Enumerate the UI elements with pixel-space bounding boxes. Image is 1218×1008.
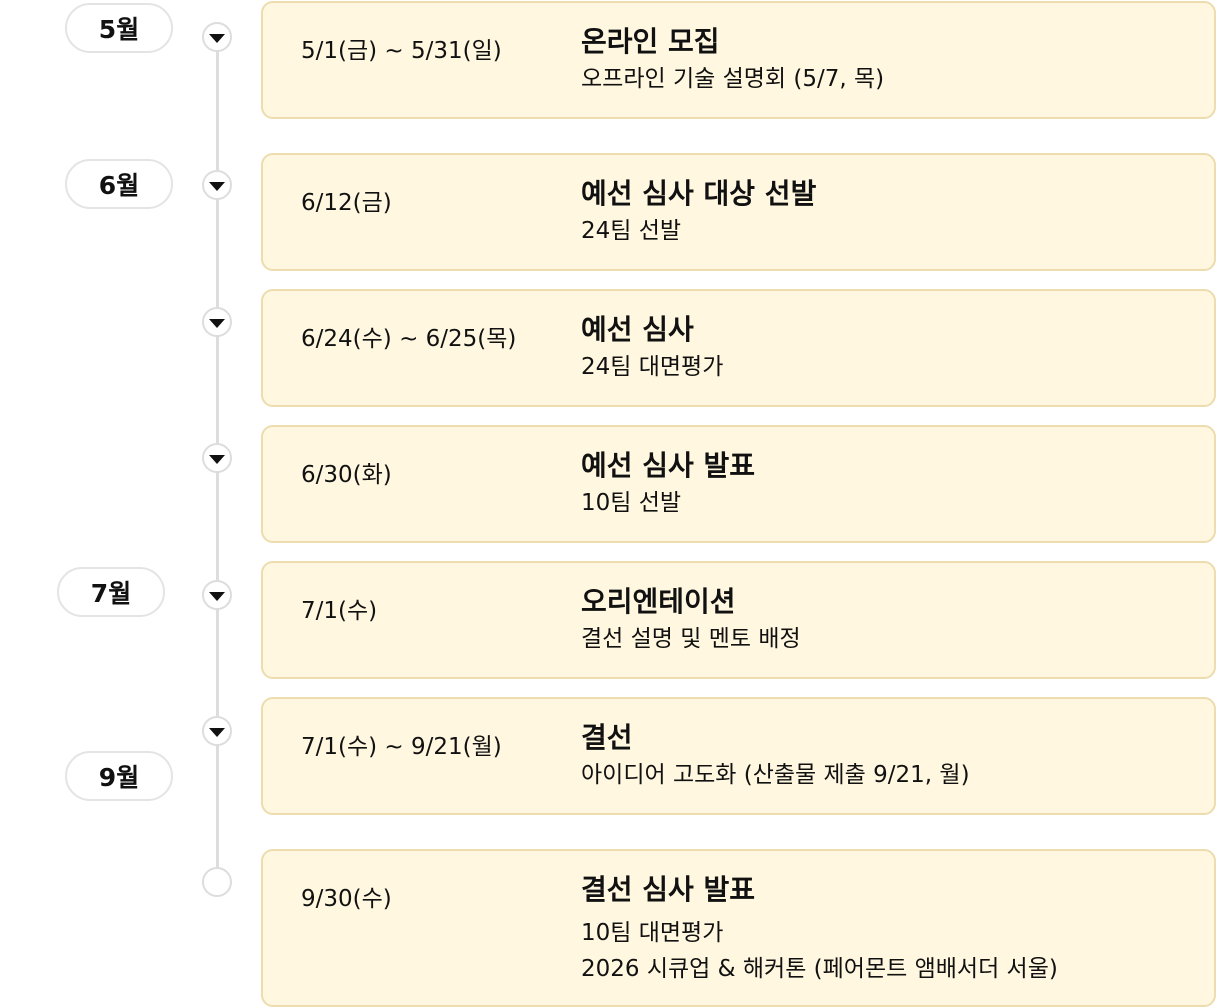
event-card: 6/12(금) 예선 심사 대상 선발 24팀 선발 bbox=[261, 153, 1216, 271]
event-title: 예선 심사 발표 bbox=[581, 449, 756, 482]
event-date: 5/1(금) ~ 5/31(일) bbox=[301, 38, 502, 64]
event-card: 9/30(수) 결선 심사 발표 10팀 대면평가 2026 시큐업 & 해커톤 (… bbox=[261, 849, 1216, 1007]
timeline-marker bbox=[202, 580, 232, 610]
event-date: 9/30(수) bbox=[301, 886, 392, 912]
event-title: 온라인 모집 bbox=[581, 25, 720, 58]
event-date: 7/1(수) ~ 9/21(월) bbox=[301, 734, 502, 760]
month-label-july: 7월 bbox=[57, 567, 165, 617]
event-title: 결선 bbox=[581, 721, 633, 754]
caret-down-icon bbox=[209, 33, 225, 43]
timeline-marker-end bbox=[202, 867, 232, 897]
event-date: 6/24(수) ~ 6/25(목) bbox=[301, 326, 517, 352]
event-date: 6/30(화) bbox=[301, 462, 392, 488]
event-title: 오리엔테이션 bbox=[581, 585, 736, 618]
timeline-marker bbox=[202, 716, 232, 746]
timeline-marker bbox=[202, 443, 232, 473]
event-date: 7/1(수) bbox=[301, 598, 378, 624]
event-desc: 결선 설명 및 멘토 배정 bbox=[581, 626, 801, 652]
caret-down-icon bbox=[209, 454, 225, 464]
caret-down-icon bbox=[209, 318, 225, 328]
event-desc: 아이디어 고도화 (산출물 제출 9/21, 월) bbox=[581, 762, 970, 788]
event-date: 6/12(금) bbox=[301, 190, 392, 216]
event-card: 6/24(수) ~ 6/25(목) 예선 심사 24팀 대면평가 bbox=[261, 289, 1216, 407]
month-label-september: 9월 bbox=[65, 751, 173, 801]
caret-down-icon bbox=[209, 591, 225, 601]
event-desc: 24팀 대면평가 bbox=[581, 354, 724, 380]
event-desc: 10팀 대면평가 bbox=[581, 920, 724, 946]
event-title: 결선 심사 발표 bbox=[581, 873, 756, 906]
event-desc: 2026 시큐업 & 해커톤 (페어몬트 앰배서더 서울) bbox=[581, 956, 1058, 982]
timeline-marker bbox=[202, 170, 232, 200]
month-label-june: 6월 bbox=[65, 159, 173, 209]
event-desc: 오프라인 기술 설명회 (5/7, 목) bbox=[581, 66, 885, 92]
month-label-may: 5월 bbox=[65, 3, 173, 53]
caret-down-icon bbox=[209, 727, 225, 737]
event-title: 예선 심사 bbox=[581, 313, 694, 346]
caret-down-icon bbox=[209, 181, 225, 191]
event-card: 6/30(화) 예선 심사 발표 10팀 선발 bbox=[261, 425, 1216, 543]
event-title: 예선 심사 대상 선발 bbox=[581, 177, 817, 210]
event-desc: 10팀 선발 bbox=[581, 490, 682, 516]
timeline-marker bbox=[202, 307, 232, 337]
timeline-marker bbox=[202, 22, 232, 52]
event-desc: 24팀 선발 bbox=[581, 218, 682, 244]
